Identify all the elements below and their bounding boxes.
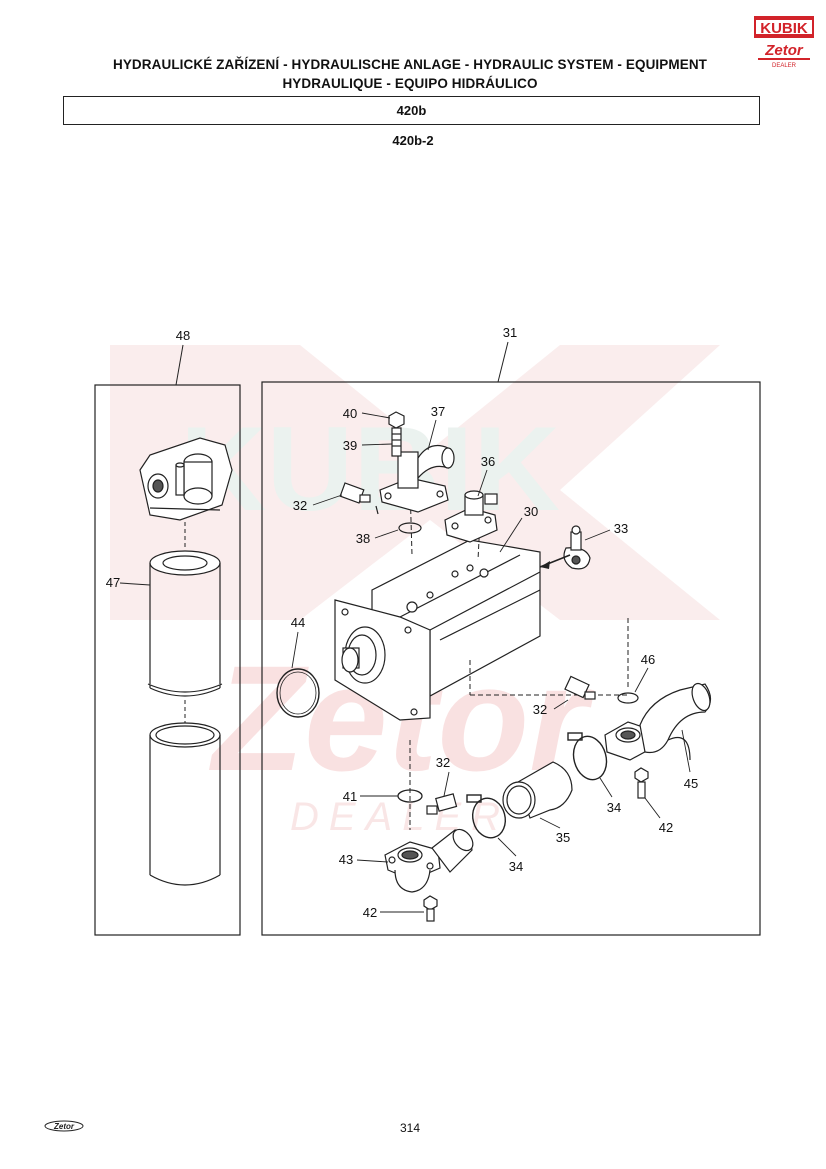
page-number: 314 [399,1121,421,1135]
section-code: 420b [63,96,760,125]
callout-43: 43 [339,852,353,867]
bolt-part-42-lower [423,895,438,922]
pump-body-part-30 [334,539,541,721]
callout-40: 40 [343,406,357,421]
title-line-2: HYDRAULIQUE - EQUIPO HIDRÁULICO [282,76,538,91]
nut-part-40 [388,411,405,429]
bolt-part-39 [391,427,402,457]
cap-part-33 [563,525,591,570]
filter-housing [149,722,221,886]
callout-47: 47 [106,575,120,590]
logo-top-text: KUBIK [760,20,808,37]
subsection-code: 420b-2 [392,133,434,148]
seal-ring-part-38 [398,522,422,534]
logo-brand-text: Zetor [764,42,804,59]
callout-48: 48 [176,328,190,343]
callout-32-lower: 32 [436,755,450,770]
pump-group-frame [261,381,761,936]
o-ring-part-44 [276,668,320,718]
filter-element-part-47 [147,550,223,697]
callout-30: 30 [524,504,538,519]
callout-33: 33 [614,521,628,536]
callout-44: 44 [291,615,305,630]
title-line-1: HYDRAULICKÉ ZAŘÍZENÍ - HYDRAULISCHE ANLA… [112,57,708,72]
valve-part-32-upper [339,482,379,515]
callout-34-right: 34 [607,800,621,815]
seal-ring-part-46 [617,692,639,704]
callout-38: 38 [356,531,370,546]
flange-part-36 [444,490,498,543]
filter-group-frame [94,384,241,936]
valve-part-32-lower [426,793,458,815]
logo-sub-text: DEALER [772,63,797,69]
valve-part-32-right [564,675,596,700]
elbow-part-43 [384,828,474,893]
callout-32-upper: 32 [293,498,307,513]
callout-37: 37 [431,404,445,419]
bolt-part-42-right [634,767,649,799]
hose-clamp-part-34-left [466,794,506,839]
elbow-flange-part-37 [379,445,455,513]
filter-head-part-48 [139,437,233,521]
elbow-part-45 [604,682,712,761]
callout-32-right: 32 [533,702,547,717]
callout-36: 36 [481,454,495,469]
callout-35: 35 [556,830,570,845]
callout-45: 45 [684,776,698,791]
watermark-top-text: KUBIK [180,402,560,536]
kubik-zetor-logo: KUBIK Zetor DEALER [754,16,814,69]
callout-42-right: 42 [659,820,673,835]
callout-34-left: 34 [509,859,523,874]
hose-clamp-part-34-right [567,732,608,781]
callout-46: 46 [641,652,655,667]
callout-39: 39 [343,438,357,453]
footer-zetor-logo: Zetor [44,1120,84,1132]
callout-31: 31 [503,325,517,340]
callout-41: 41 [343,789,357,804]
callout-42-lower: 42 [363,905,377,920]
footer-logo-text: Zetor [53,1122,75,1131]
hose-part-35 [502,761,573,819]
